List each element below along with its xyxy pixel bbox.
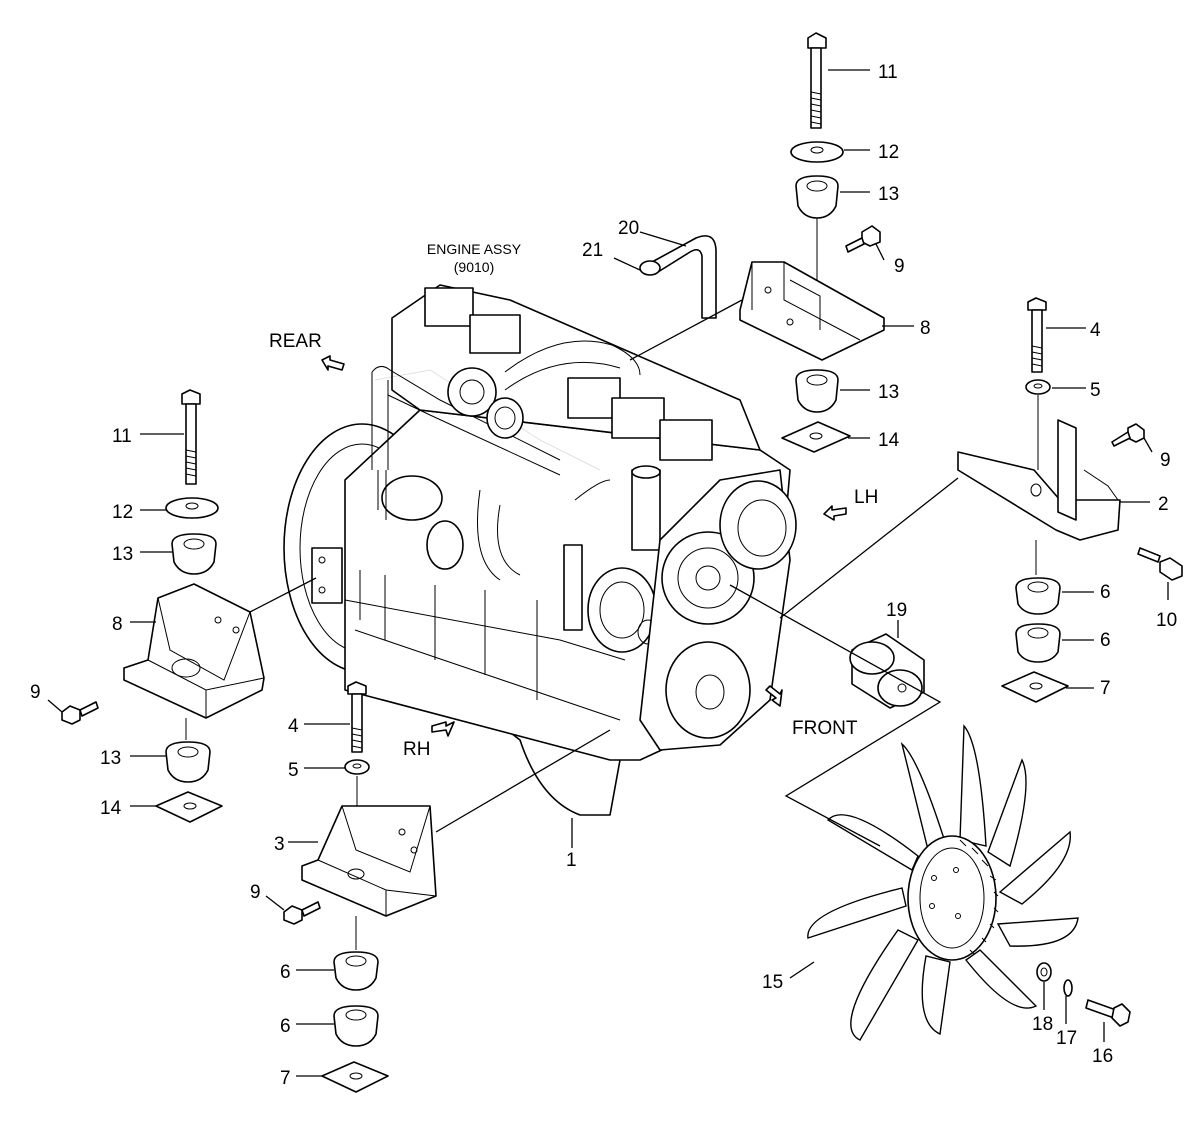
callout-12-left: 12 <box>112 502 133 523</box>
direction-lh-label: LH <box>854 487 878 508</box>
callout-14-left: 14 <box>100 798 122 819</box>
direction-rh-label: RH <box>403 739 430 760</box>
callout-8-left: 8 <box>112 614 123 635</box>
callout-7-right: 7 <box>1100 678 1111 699</box>
lh-arrow-icon <box>823 505 847 521</box>
rear-lh-mount-stack <box>739 32 885 453</box>
callout-8-right: 8 <box>920 318 931 339</box>
callout-4-left: 4 <box>288 716 299 737</box>
callout-19: 19 <box>886 600 907 621</box>
direction-rear-label: REAR <box>269 331 322 352</box>
callout-9-left: 9 <box>30 682 41 703</box>
direction-indicators <box>321 355 847 737</box>
callout-18: 18 <box>1032 1014 1053 1035</box>
callout-11-top: 11 <box>878 62 898 83</box>
callout-13-left-b: 13 <box>100 748 121 769</box>
fan-spacer <box>849 633 925 709</box>
callout-9-top: 9 <box>894 256 905 277</box>
callout-6-bottom-b: 6 <box>280 1016 291 1037</box>
callout-20: 20 <box>618 218 639 239</box>
callout-11-left: 11 <box>112 426 132 447</box>
callout-1: 1 <box>566 850 577 871</box>
rear-arrow-icon <box>321 355 345 371</box>
callout-9-bottom: 9 <box>250 882 261 903</box>
callout-15: 15 <box>762 972 783 993</box>
callout-6-bottom-a: 6 <box>280 962 291 983</box>
callout-12-top: 12 <box>878 142 899 163</box>
callout-13-left-a: 13 <box>112 544 133 565</box>
cooling-fan <box>807 724 1079 1041</box>
callout-2: 2 <box>1158 494 1169 515</box>
front-rh-mount-stack <box>283 681 437 1093</box>
callout-6-right-a: 6 <box>1100 582 1111 603</box>
callout-7-bottom: 7 <box>280 1068 291 1089</box>
part-callouts: 11 12 13 9 8 13 14 4 5 9 2 6 10 6 7 20 2… <box>30 62 1177 1089</box>
callout-4-right: 4 <box>1090 320 1101 341</box>
leader-lines <box>47 69 1169 1077</box>
callout-5-left: 5 <box>288 760 299 781</box>
rear-rh-mount-stack <box>61 389 265 823</box>
direction-front-label: FRONT <box>792 718 858 739</box>
callout-9-right: 9 <box>1160 450 1171 471</box>
engine-assembly <box>283 284 797 816</box>
callout-3: 3 <box>274 834 285 855</box>
callout-10: 10 <box>1156 610 1177 631</box>
fan-fasteners <box>1036 962 1131 1027</box>
callout-16: 16 <box>1092 1046 1113 1067</box>
callout-5-right: 5 <box>1090 380 1101 401</box>
diagram-title-line1: ENGINE ASSY <box>427 241 522 257</box>
rh-arrow-icon <box>431 721 455 737</box>
callout-6-right-b: 6 <box>1100 630 1111 651</box>
callout-14-right: 14 <box>878 430 900 451</box>
hose-and-clamp <box>639 235 717 319</box>
front-arrow-icon <box>765 685 783 707</box>
callout-17: 17 <box>1056 1028 1077 1049</box>
callout-13-top: 13 <box>878 184 899 205</box>
diagram-title-line2: (9010) <box>454 259 494 275</box>
callout-21: 21 <box>582 240 603 261</box>
front-lh-mount-stack <box>957 297 1183 703</box>
callout-13-right: 13 <box>878 382 899 403</box>
